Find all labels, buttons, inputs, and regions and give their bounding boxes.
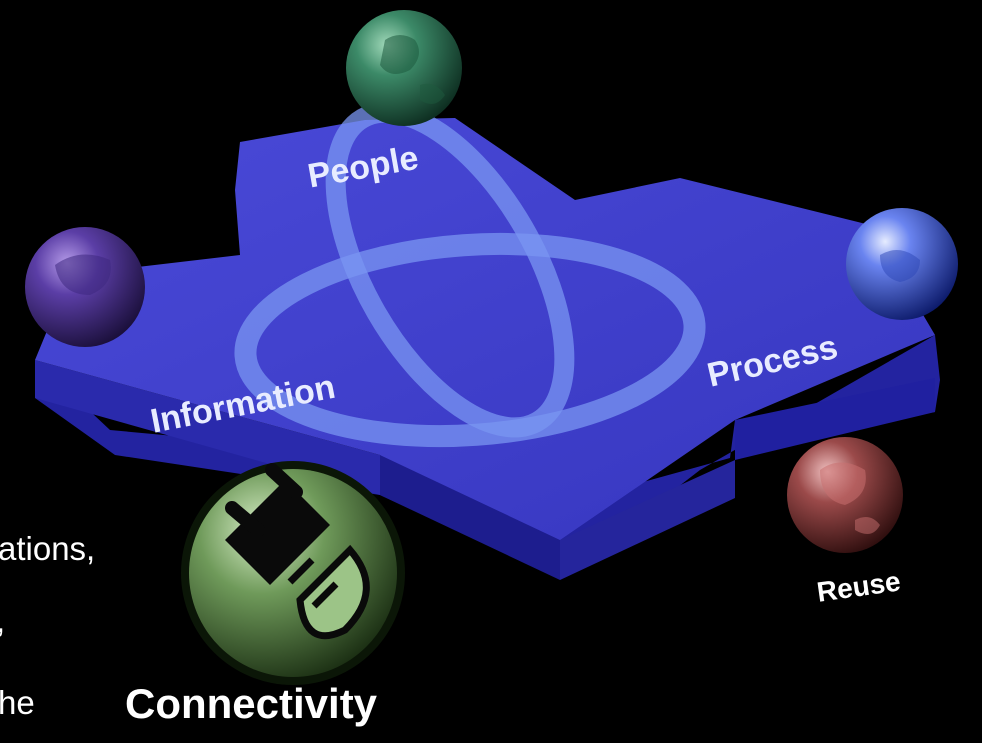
plug-socket-icon (181, 461, 405, 685)
blue-globe-icon (846, 208, 958, 320)
reuse-label: Reuse (815, 565, 903, 607)
background-text-line: he (0, 684, 35, 721)
interlocking-rings (234, 102, 706, 448)
green-globe-icon (346, 10, 462, 126)
platform-side-far-right (560, 460, 735, 580)
background-text-clip: ations, , he (0, 520, 150, 743)
red-globe-icon (787, 437, 903, 553)
background-text-line: ations, (0, 530, 96, 567)
platform-side-edge (735, 378, 935, 460)
connectivity-label: Connectivity (125, 680, 378, 727)
purple-globe-icon (25, 227, 145, 347)
platform-side-right (380, 455, 560, 580)
platform-top (35, 118, 935, 540)
background-text-line: , (0, 604, 5, 637)
